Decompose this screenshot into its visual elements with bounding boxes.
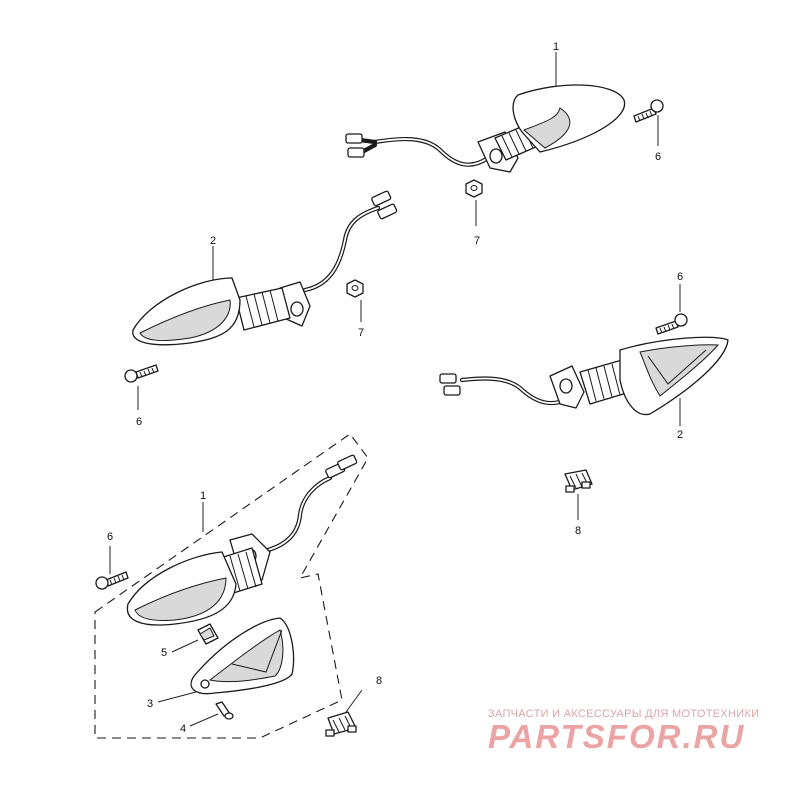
callout-5-assembly: 5 — [161, 647, 167, 659]
bolt-top-right[interactable] — [633, 99, 664, 123]
callout-8-right: 8 — [575, 525, 581, 537]
watermark-tagline: ЗАПЧАСТИ И АКСЕССУАРЫ ДЛЯ МОТОТЕХНИКИ — [488, 708, 759, 720]
callout-6-assembly: 6 — [107, 531, 113, 543]
callout-7-top: 7 — [474, 235, 480, 247]
bolt-left[interactable] — [124, 364, 159, 383]
clip-right[interactable] — [564, 469, 593, 493]
nut-top[interactable] — [465, 179, 483, 198]
callout-7-left: 7 — [358, 327, 364, 339]
callout-2-left: 2 — [210, 235, 216, 247]
callout-1-top: 1 — [553, 41, 559, 53]
assembly-boundary — [94, 433, 369, 739]
callout-1-assembly: 1 — [200, 490, 206, 502]
turn-signal-lamp-top-right[interactable] — [345, 84, 626, 173]
callout-6-top: 6 — [655, 151, 661, 163]
lens[interactable] — [190, 617, 295, 695]
callout-6-right: 6 — [677, 271, 683, 283]
callout-4-assembly: 4 — [180, 723, 186, 735]
callout-8-assembly: 8 — [376, 675, 382, 687]
watermark: ЗАПЧАСТИ И АКСЕССУАРЫ ДЛЯ МОТОТЕХНИКИ PA… — [488, 708, 759, 755]
callout-3-assembly: 3 — [147, 698, 153, 710]
bolt-assembly[interactable] — [95, 571, 129, 590]
watermark-logo: PARTSFOR.RU — [488, 718, 745, 755]
clip-assembly[interactable] — [325, 711, 357, 737]
turn-signal-lamp-right[interactable] — [439, 336, 729, 416]
turn-signal-lamp-assembly[interactable] — [126, 454, 358, 626]
nut-left[interactable] — [346, 279, 364, 298]
bolt-right[interactable] — [655, 313, 688, 335]
turn-signal-lamp-left[interactable] — [132, 190, 398, 346]
callout-2-right: 2 — [677, 429, 683, 441]
callout-6-left: 6 — [136, 416, 142, 428]
lens-screw[interactable] — [215, 701, 234, 720]
bulb[interactable] — [197, 623, 219, 645]
